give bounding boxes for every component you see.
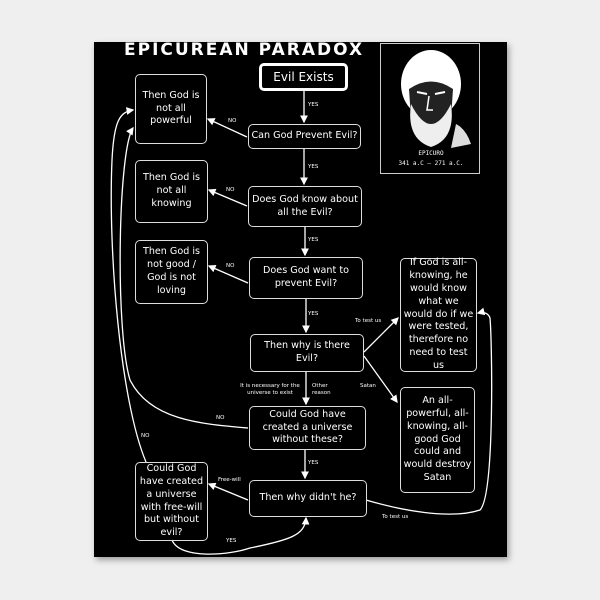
node-satan-rebuttal: An all-powerful, all-knowing, all-good G… [400,387,475,493]
edge-label-yes: YES [308,460,319,466]
edge-label-yes: YES [308,164,319,170]
node-why-evil: Then why is there Evil? [250,334,364,372]
node-free-will: Could God have created a universe with f… [135,462,208,541]
arrow-freewill [207,482,249,501]
arrow-no2 [207,188,248,207]
edge-label-yes: YES [308,311,319,317]
node-wants: Does God want to prevent Evil? [249,257,363,299]
edge-label-to-test-us: To test us [355,318,382,324]
node-why-didnt: Then why didn't he? [249,480,367,517]
edge-label-other-reason: Other reason [312,383,331,396]
node-knows: Does God know about all the Evil? [248,186,362,227]
edge-label-no: NO [216,415,225,421]
edge-label-no: NO [141,433,150,439]
arrow-no3 [207,265,249,284]
edge-label-yes: YES [226,538,237,544]
edge-label-yes: YES [308,237,319,243]
node-not-knowing: Then God is not all knowing [135,160,208,223]
edge-label-necessary: It is necessary for the universe to exis… [240,383,300,396]
arrow-test [363,317,399,353]
node-not-good: Then God is not good / God is not loving [135,240,208,304]
node-could-create: Could God have created a universe withou… [249,406,366,450]
arrow-yes6 [171,516,310,555]
edge-label-yes: YES [308,102,319,108]
edge-label-to-test-us: To test us [382,514,409,520]
arrow-no5 [110,107,147,463]
node-can-prevent: Can God Prevent Evil? [248,124,361,149]
edge-label-free-will: Free-will [218,477,241,483]
portrait-dates: 341 a.C — 271 a.C. [398,160,464,167]
node-evil-exists: Evil Exists [259,63,348,91]
edge-label-no: NO [228,118,237,124]
arrow-satan [363,355,398,404]
arrow-test2 [365,307,493,515]
arrow-no4 [119,126,249,429]
epicurus-portrait: EPICURO 341 a.C — 271 a.C. [380,43,480,174]
edge-label-no: NO [226,263,235,269]
node-not-powerful: Then God is not all powerful [135,74,207,144]
edge-label-satan: Satan [360,383,376,389]
node-test-rebuttal: If God is all-knowing, he would know wha… [400,257,477,372]
poster-title: EPICUREAN PARADOX [124,40,365,60]
portrait-name: EPICURO [418,150,444,157]
epicurus-bust-icon [401,50,471,148]
edge-label-no: NO [226,187,235,193]
arrow-no1 [206,118,248,138]
